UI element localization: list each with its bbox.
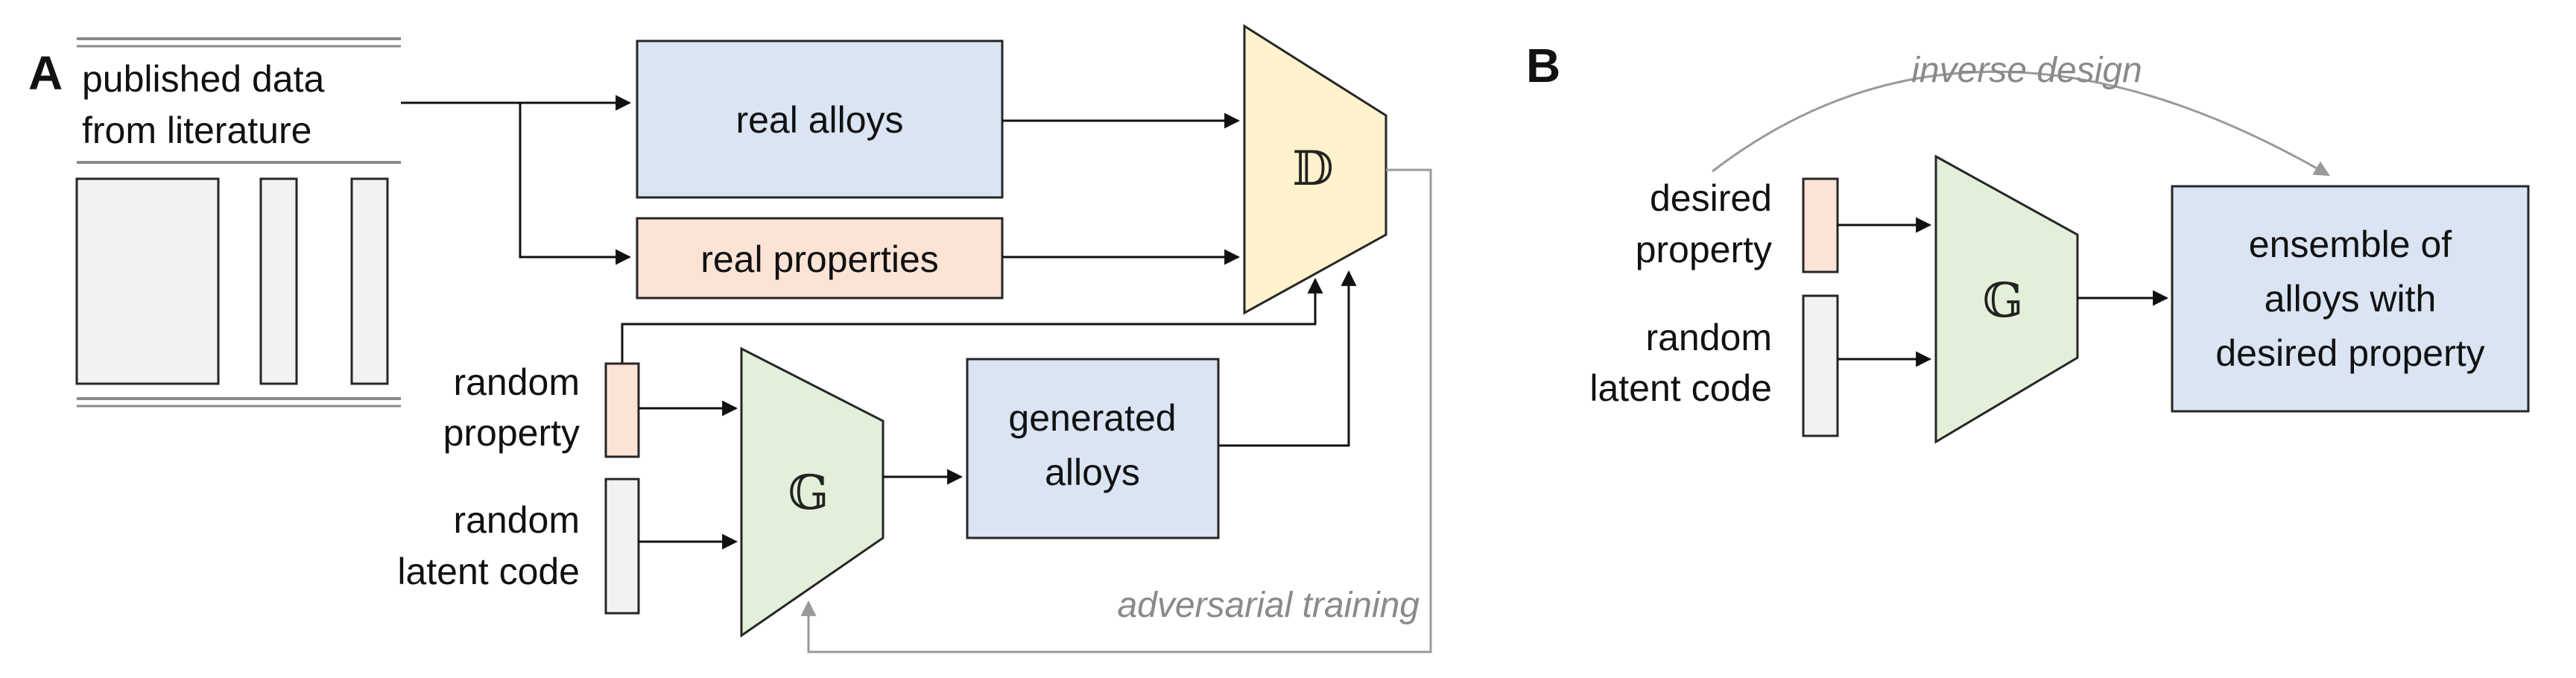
random-latent-line1: random xyxy=(453,499,580,541)
literature-document-icon xyxy=(75,37,401,408)
random-latent-line2: latent code xyxy=(397,551,580,592)
real-properties-box xyxy=(636,217,1004,300)
panel-b-label: B xyxy=(1526,39,1560,92)
source-label-line2: from literature xyxy=(82,110,311,151)
b-generator-input-arrows xyxy=(1838,217,1932,367)
random-latent-vector xyxy=(604,478,640,615)
panel-a-label: A xyxy=(28,46,63,100)
discriminator-symbol: 𝔻 xyxy=(1292,142,1334,197)
b-generator-symbol: 𝔾 xyxy=(1983,273,2024,329)
generator-symbol: 𝔾 xyxy=(788,466,829,521)
random-property-line2: property xyxy=(443,412,580,454)
source-arrows xyxy=(401,95,632,265)
panel-a: A published data from literature real al… xyxy=(28,24,1432,653)
b-random-latent-vector xyxy=(1802,294,1839,437)
random-property-vector xyxy=(604,362,640,458)
inverse-design-arrow xyxy=(1712,70,2330,177)
b-random-latent-line1: random xyxy=(1645,317,1772,358)
discriminator-input-arrows xyxy=(621,113,1357,447)
desired-property-line2: property xyxy=(1636,229,1772,270)
ensemble-line1: ensemble of xyxy=(2249,224,2452,265)
adversarial-training-label: adversarial training xyxy=(1117,586,1420,625)
discriminator-block xyxy=(1243,24,1387,315)
generated-alloys-line2: alloys xyxy=(1045,452,1140,493)
generated-alloys-box xyxy=(966,358,1220,539)
random-property-line1: random xyxy=(453,361,580,403)
real-properties-label: real properties xyxy=(700,238,939,280)
generated-alloys-line1: generated xyxy=(1008,397,1176,439)
generator-block xyxy=(740,346,884,638)
ensemble-line3: desired property xyxy=(2215,332,2484,374)
desired-property-line1: desired xyxy=(1650,177,1772,219)
real-alloys-box xyxy=(636,39,1004,199)
b-generator-block xyxy=(1934,154,2079,444)
b-random-latent-line2: latent code xyxy=(1589,367,1772,409)
adversarial-feedback-arrow xyxy=(800,168,1432,653)
desired-property-vector xyxy=(1802,177,1839,273)
source-label-line1: published data xyxy=(82,58,324,100)
real-alloys-label: real alloys xyxy=(735,99,903,141)
panel-b: B inverse design desired property random… xyxy=(1526,39,2530,444)
generator-input-arrows xyxy=(639,400,738,550)
ensemble-line2: alloys with xyxy=(2265,278,2437,320)
ensemble-box xyxy=(2171,185,2530,413)
inverse-design-label: inverse design xyxy=(1911,51,2142,90)
